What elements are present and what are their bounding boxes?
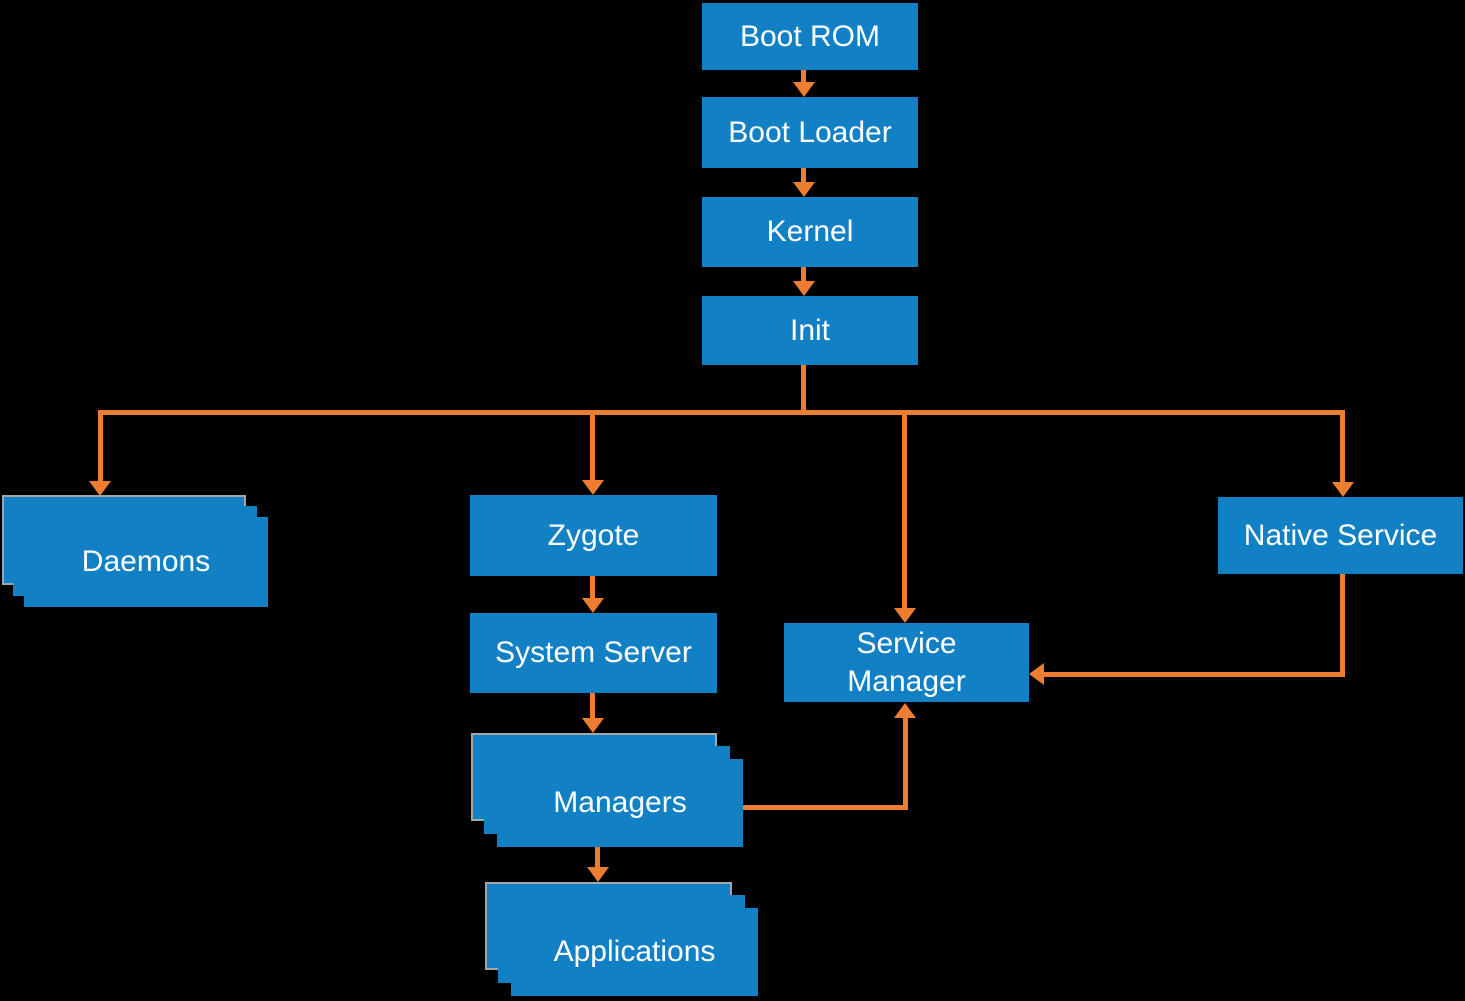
edge-systemserver-managers-line: [590, 693, 595, 718]
node-zygote: Zygote: [470, 495, 717, 576]
edge-nativeservice-servicemanager-arrowhead-icon: [1029, 663, 1044, 685]
edge-init-servicemanager-line: [902, 410, 907, 608]
node-boot-loader: Boot Loader: [702, 97, 918, 168]
edge-managers-servicemanager-arrowhead-icon: [894, 703, 916, 718]
node-init-label: Init: [789, 313, 831, 347]
node-native-service-label: Native Service: [1243, 518, 1438, 552]
node-daemons-label: Daemons: [81, 545, 211, 578]
edge-nativeservice-servicemanager-hline: [1044, 672, 1345, 677]
node-applications-label: Applications: [553, 935, 716, 968]
edge-bootloader-kernel-arrowhead-icon: [793, 182, 815, 197]
edge-init-zygote-line: [590, 410, 595, 480]
edge-systemserver-managers-arrowhead-icon: [582, 718, 604, 733]
node-managers-label: Managers: [553, 786, 687, 819]
node-service-manager: Service Manager: [784, 623, 1029, 702]
edge-bootrom-bootloader-line: [801, 70, 806, 82]
node-boot-rom-label: Boot ROM: [739, 19, 881, 53]
applications-stack-layer-front: Applications: [511, 908, 758, 996]
node-system-server: System Server: [470, 613, 717, 693]
edge-init-daemons-line: [98, 410, 103, 481]
node-service-manager-label: Service Manager: [847, 626, 966, 698]
edge-init-nativeservice-arrowhead-icon: [1332, 482, 1354, 497]
edge-init-daemons-arrowhead-icon: [89, 481, 111, 496]
edge-init-trunk-line: [801, 365, 806, 410]
node-boot-rom: Boot ROM: [702, 3, 918, 70]
daemons-stack-layer-front: Daemons: [24, 517, 268, 607]
node-kernel: Kernel: [702, 197, 918, 267]
edge-zygote-systemserver-arrowhead-icon: [582, 598, 604, 613]
edge-managers-servicemanager-vline: [903, 718, 908, 810]
edge-init-servicemanager-arrowhead-icon: [894, 608, 916, 623]
edge-bootrom-bootloader-arrowhead-icon: [793, 82, 815, 97]
edge-init-nativeservice-line: [1340, 410, 1345, 482]
edge-bootloader-kernel-line: [801, 168, 806, 182]
edge-init-zygote-arrowhead-icon: [582, 480, 604, 495]
edge-kernel-init-line: [801, 267, 806, 281]
node-native-service: Native Service: [1218, 497, 1463, 574]
node-kernel-label: Kernel: [766, 215, 854, 248]
node-system-server-label: System Server: [495, 636, 692, 669]
node-init: Init: [702, 296, 918, 365]
managers-stack-layer-front: Managers: [497, 759, 743, 847]
node-boot-loader-label: Boot Loader: [728, 115, 892, 149]
edge-managers-applications-arrowhead-icon: [587, 867, 609, 882]
edge-nativeservice-servicemanager-vline: [1340, 574, 1345, 677]
trunk-line: [98, 410, 1345, 415]
edge-zygote-systemserver-line: [590, 576, 595, 598]
node-zygote-label: Zygote: [547, 518, 640, 552]
edge-kernel-init-arrowhead-icon: [793, 281, 815, 296]
edge-managers-servicemanager-hline: [743, 805, 908, 810]
edge-managers-applications-line: [595, 847, 600, 867]
